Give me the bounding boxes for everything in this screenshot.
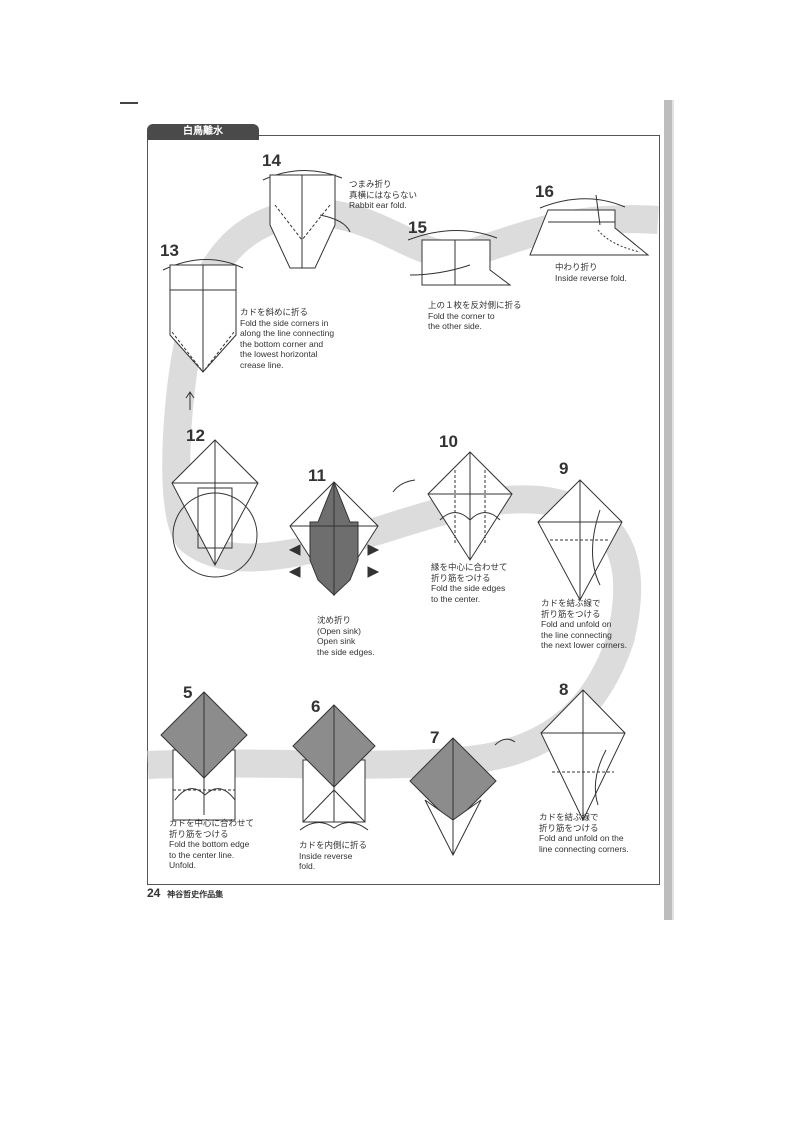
step-number-6: 6 <box>311 697 321 716</box>
step-11-figure <box>288 481 380 597</box>
progression-band <box>147 199 659 779</box>
step-number-10: 10 <box>439 432 458 451</box>
up-arrow-icon <box>185 391 195 410</box>
step-16-figure <box>529 194 650 256</box>
book-spine-highlight <box>672 100 674 920</box>
step-7-figure <box>409 737 497 857</box>
step-number-13: 13 <box>160 241 179 260</box>
turn-over-arrow-icon <box>392 479 416 493</box>
step-12-figure <box>171 439 259 578</box>
step-number-14: 14 <box>262 151 281 170</box>
step-13-figure <box>162 259 244 373</box>
section-title-tab: 白鳥離水 <box>147 124 259 140</box>
page-corner-mark <box>120 102 138 104</box>
step-number-11: 11 <box>308 466 326 485</box>
page-number: 24 <box>147 886 161 900</box>
page-footer: 24 神谷哲史作品集 <box>147 886 223 900</box>
step-10-figure <box>427 451 513 561</box>
step-number-8: 8 <box>559 680 569 699</box>
step-number-12: 12 <box>186 426 205 445</box>
rotate-arrow-icon <box>494 738 516 746</box>
step-number-5: 5 <box>183 683 193 702</box>
step-9-figure <box>537 479 623 602</box>
step-5-figure <box>160 691 248 821</box>
step-15-figure <box>407 230 512 286</box>
book-title: 神谷哲史作品集 <box>167 890 224 899</box>
book-spine-shadow <box>664 100 672 920</box>
step-number-7: 7 <box>430 728 440 747</box>
step-6-figure <box>292 704 376 831</box>
step-number-15: 15 <box>408 218 427 237</box>
step-number-9: 9 <box>559 459 569 478</box>
step-14-figure <box>262 170 351 269</box>
step-number-16: 16 <box>535 182 554 201</box>
step-8-figure <box>540 689 626 822</box>
